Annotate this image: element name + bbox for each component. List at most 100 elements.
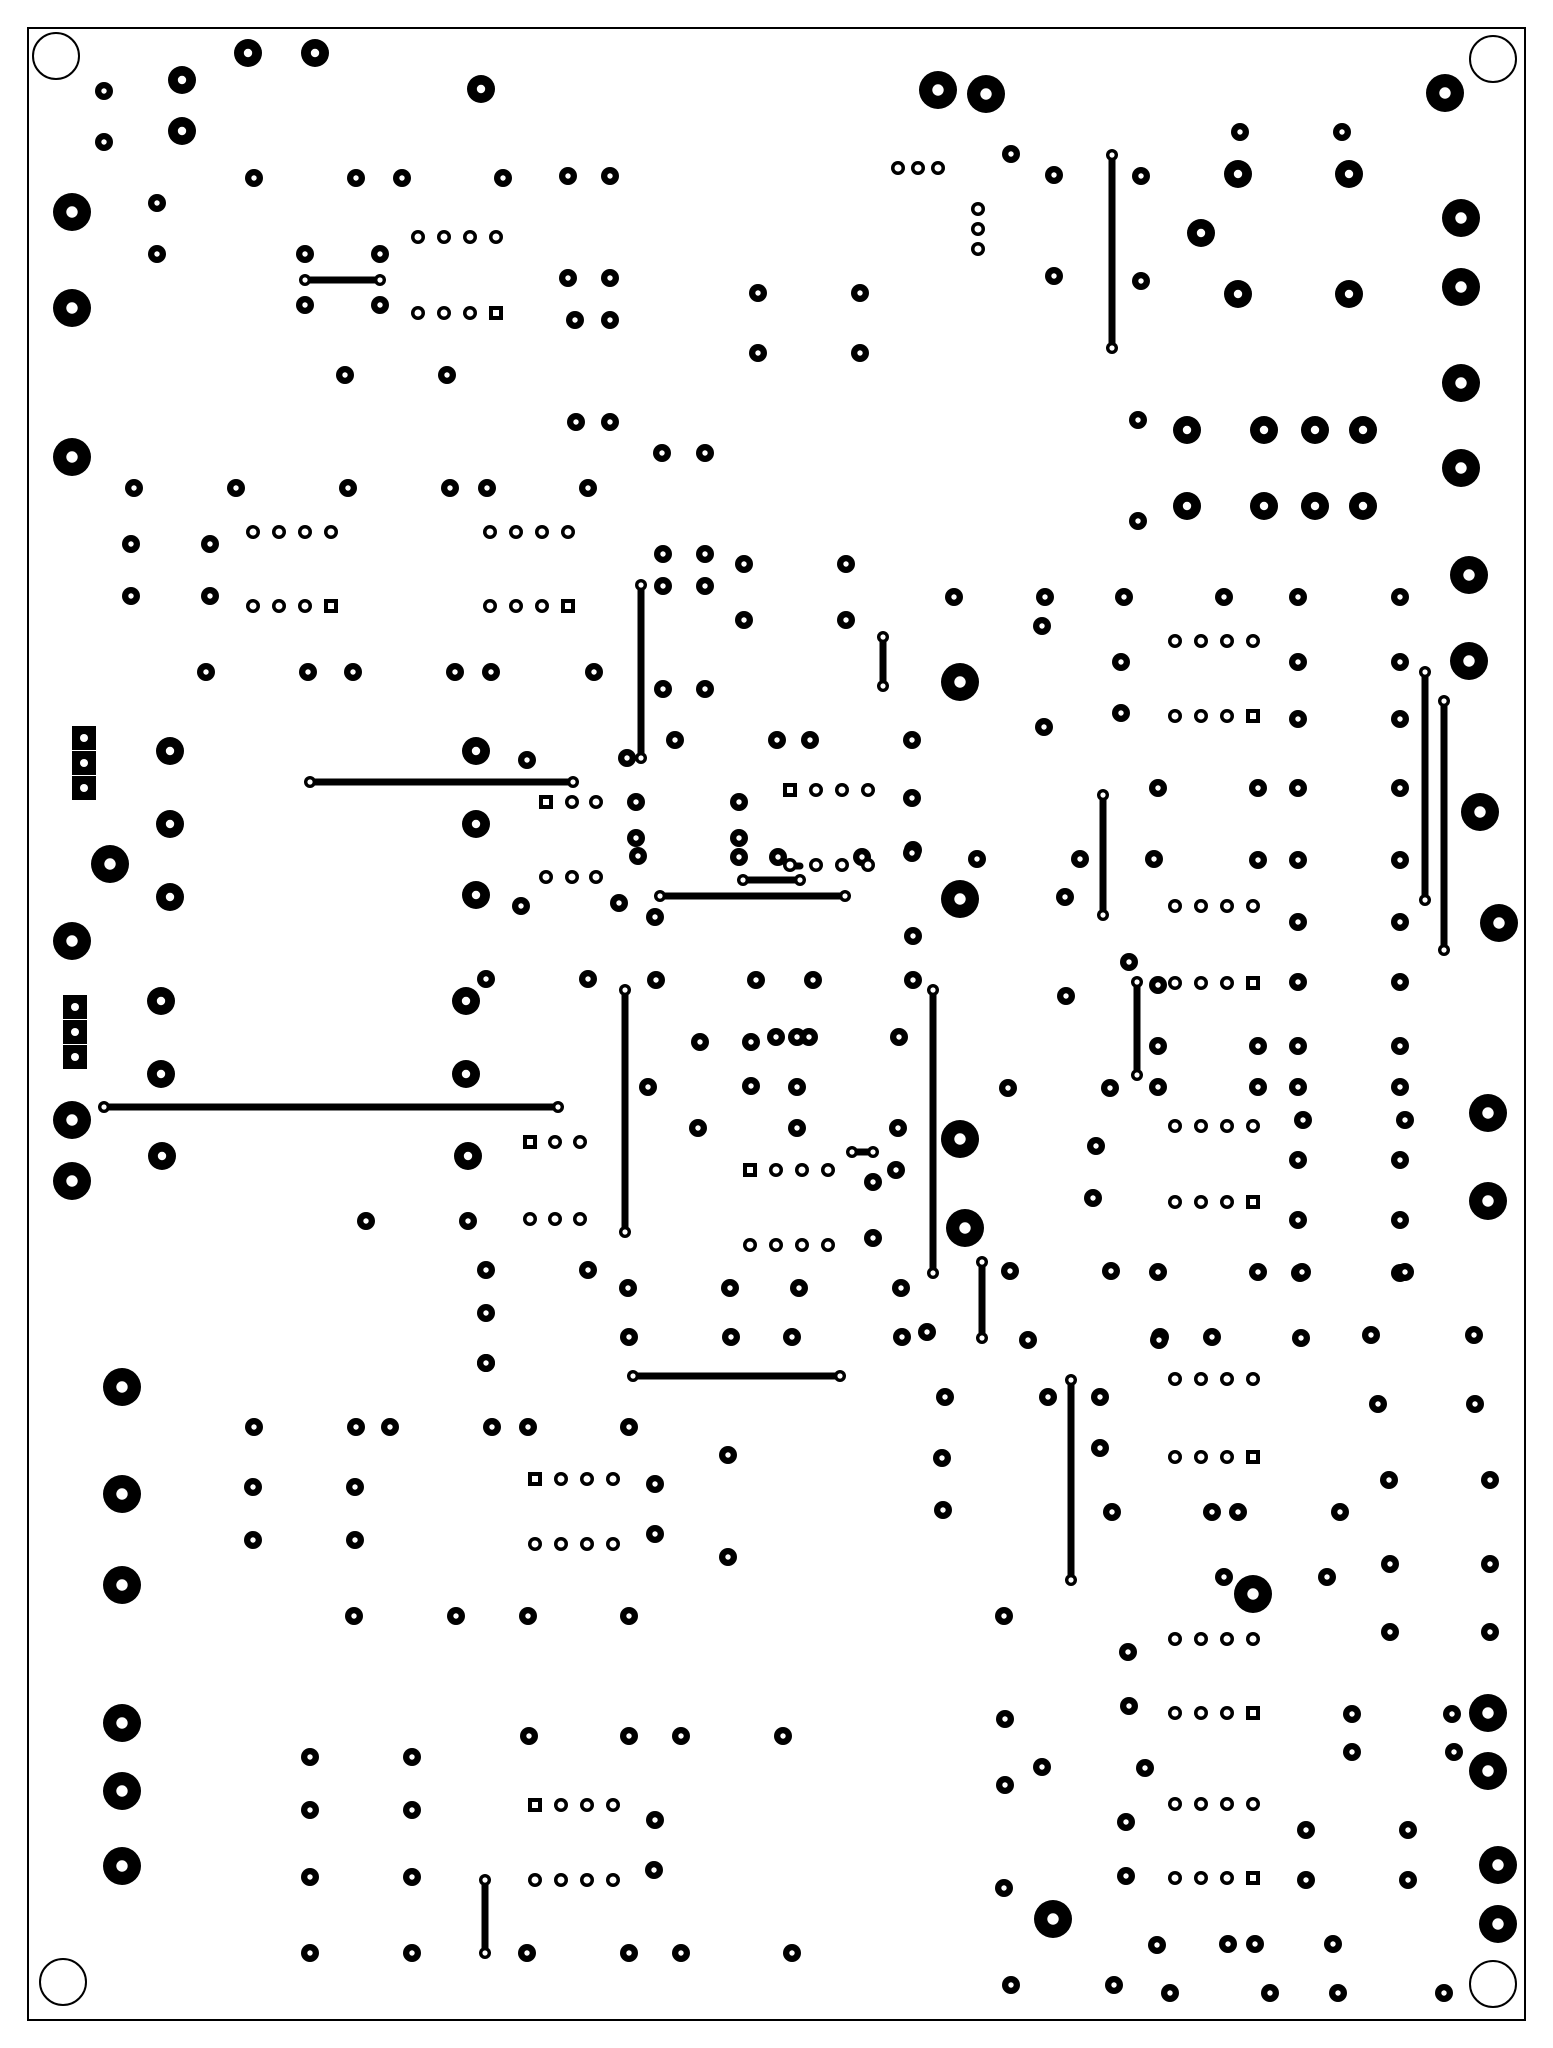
drill-hole [1138, 173, 1144, 179]
drill-hole [772, 1241, 780, 1249]
drill-hole [1267, 1990, 1273, 1996]
drill-hole [772, 1166, 780, 1174]
drill-hole [660, 686, 666, 692]
drill-hole [622, 987, 628, 993]
drill-hole [609, 1801, 617, 1809]
drill-hole [1118, 659, 1124, 665]
drill-hole [1439, 87, 1451, 99]
drill-hole [1255, 1043, 1261, 1049]
drill-hole [899, 1334, 905, 1340]
drill-hole [399, 175, 405, 181]
drill-hole [1259, 501, 1269, 511]
drill-hole [1221, 594, 1227, 600]
drill-hole [116, 1381, 128, 1393]
drill-hole [1039, 623, 1045, 629]
drill-hole [812, 861, 820, 869]
drill-hole [583, 1540, 591, 1548]
drill-hole [1310, 501, 1320, 511]
drill-hole [736, 835, 742, 841]
drill-hole [352, 1537, 358, 1543]
drill-hole [638, 755, 644, 761]
drill-hole [101, 1104, 107, 1110]
drill-hole [301, 528, 309, 536]
drill-hole [895, 1125, 901, 1131]
drill-hole [301, 602, 309, 610]
drill-hole [1255, 1269, 1261, 1275]
drill-hole [1250, 1454, 1256, 1460]
drill-hole [1125, 1649, 1131, 1655]
drill-hole [66, 302, 78, 314]
drill-hole [1487, 1561, 1493, 1567]
drill-hole [466, 309, 474, 317]
drill-hole [786, 861, 794, 869]
drill-hole [307, 1807, 313, 1813]
drill-hole [80, 759, 88, 767]
drill-hole [894, 164, 902, 172]
drill-hole [414, 309, 422, 317]
drill-hole [1171, 1709, 1179, 1717]
drill-hole [1387, 1629, 1393, 1635]
drill-hole [1422, 897, 1428, 903]
drill-hole [609, 1475, 617, 1483]
drill-hole [1197, 979, 1205, 987]
drill-hole [1455, 377, 1467, 389]
drill-hole [1223, 1122, 1231, 1130]
drill-hole [585, 485, 591, 491]
drill-hole [328, 603, 334, 609]
drill-hole [1197, 1375, 1205, 1383]
drill-hole [1109, 345, 1115, 351]
drill-hole [156, 1069, 166, 1079]
drill-hole [1463, 569, 1475, 581]
drill-hole [302, 302, 308, 308]
drill-hole [1441, 698, 1447, 704]
drill-hole [880, 634, 886, 640]
drill-hole [910, 933, 916, 939]
drill-hole [351, 1613, 357, 1619]
drill-hole [1001, 1885, 1007, 1891]
drill-hole [695, 1125, 701, 1131]
drill-hole [1482, 1195, 1494, 1207]
drill-hole [1295, 1043, 1301, 1049]
drill-hole [555, 1104, 561, 1110]
drill-hole [1250, 1710, 1256, 1716]
drill-hole [1007, 1268, 1013, 1274]
drill-hole [652, 1531, 658, 1537]
drill-hole [1155, 1269, 1161, 1275]
drill-hole [551, 1138, 559, 1146]
drill-hole [1138, 278, 1144, 284]
drill-hole [461, 1069, 471, 1079]
drill-hole [1451, 1749, 1457, 1755]
drill-hole [653, 977, 659, 983]
drill-hole [959, 1222, 971, 1234]
drill-hole [870, 1179, 876, 1185]
drill-hole [857, 350, 863, 356]
drill-hole [787, 787, 793, 793]
drill-hole [465, 1218, 471, 1224]
drill-hole [572, 317, 578, 323]
drill-hole [1225, 1941, 1231, 1947]
drill-hole [1330, 1941, 1336, 1947]
drill-hole [1142, 1765, 1148, 1771]
drill-hole [1097, 1445, 1103, 1451]
drill-hole [1123, 1819, 1129, 1825]
drill-hole [1047, 1913, 1059, 1925]
drill-hole [1171, 712, 1179, 720]
drill-hole [345, 485, 351, 491]
drill-hole [652, 914, 658, 920]
drill-hole [1100, 792, 1106, 798]
drill-hole [1250, 1875, 1256, 1881]
drill-hole [1223, 1375, 1231, 1383]
drill-hole [1197, 1635, 1205, 1643]
drill-hole [1223, 712, 1231, 720]
drill-hole [672, 737, 678, 743]
board-outline [27, 27, 1526, 2021]
drill-hole [1156, 1337, 1162, 1343]
drill-hole [1001, 1613, 1007, 1619]
drill-hole [363, 1218, 369, 1224]
drill-hole [1171, 1874, 1179, 1882]
drill-hole [1171, 1375, 1179, 1383]
drill-hole [838, 786, 846, 794]
mounting-holes [32, 32, 1517, 2008]
drill-hole [409, 1874, 415, 1880]
drill-hole [518, 903, 524, 909]
